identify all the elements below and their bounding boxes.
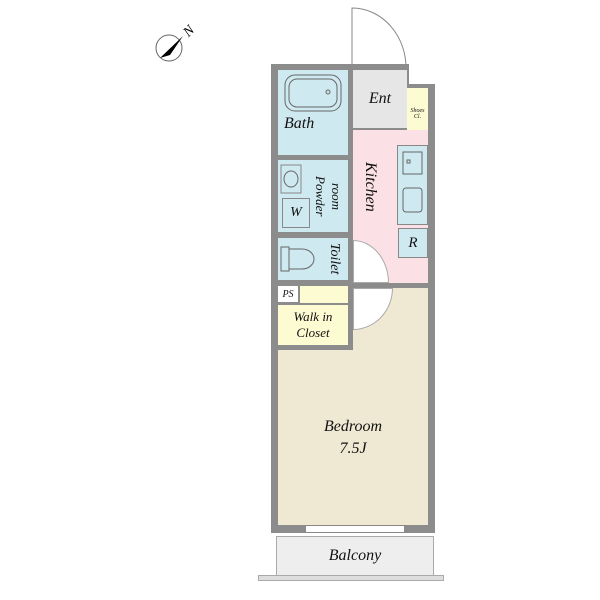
closet-door	[300, 286, 348, 303]
powder-room-label-2: room	[329, 182, 344, 210]
bedroom-label: Bedroom	[323, 417, 383, 435]
north-arrow-icon	[155, 34, 183, 62]
window	[305, 525, 405, 533]
balcony-rail	[258, 575, 444, 581]
powder-room: W Powder room	[278, 160, 348, 232]
washer-space: W	[282, 198, 310, 228]
toilet-room: Toilet	[278, 238, 348, 280]
powder-room-label: Powder	[313, 175, 328, 217]
entrance: Ent	[353, 70, 407, 128]
refrigerator-label: R	[408, 234, 418, 251]
toilet-label: Toilet	[327, 243, 342, 275]
kitchen-counter	[397, 145, 428, 225]
closet-label-2: Closet	[296, 325, 330, 340]
balcony-label: Balcony	[328, 547, 382, 564]
compass: N	[150, 23, 210, 68]
washer-label: W	[290, 205, 302, 220]
bath-room: Bath	[278, 70, 348, 155]
kitchen-label: Kitchen	[362, 161, 379, 212]
closet-label: Walk in	[293, 309, 333, 324]
toilet-icon	[280, 246, 315, 272]
shoe-closet-label: Shoes	[410, 108, 425, 114]
shoe-closet-label-2: Cl.	[413, 114, 422, 120]
bedroom-size: 7.5J	[339, 439, 367, 457]
bedroom: Bedroom 7.5J	[278, 350, 428, 525]
pipe-space: PS	[278, 286, 298, 302]
sink-icon	[280, 164, 302, 194]
wall-notch	[409, 64, 435, 84]
balcony: Balcony	[276, 536, 434, 576]
bath-label: Bath	[284, 115, 315, 132]
refrigerator: R	[398, 228, 428, 258]
bathtub-icon	[284, 74, 342, 112]
ent-label: Ent	[368, 90, 392, 107]
entrance-door-icon	[351, 7, 407, 71]
ps-label: PS	[282, 288, 294, 300]
stove-icon	[402, 151, 423, 213]
